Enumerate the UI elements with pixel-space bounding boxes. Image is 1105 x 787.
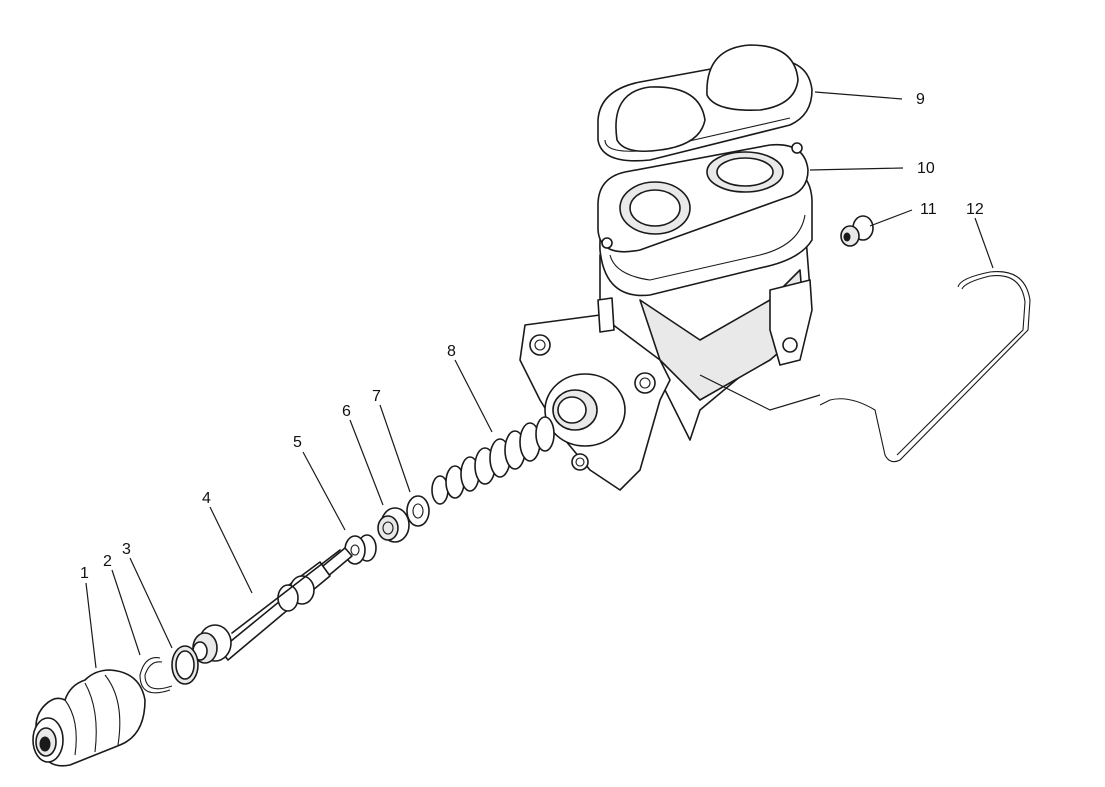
piston-washer <box>344 534 377 565</box>
callout-4: 4 <box>202 490 211 507</box>
leader-lines <box>85 91 994 669</box>
callout-8: 8 <box>447 343 456 360</box>
retaining-wire-clip <box>699 271 1031 463</box>
primary-cup <box>377 507 410 543</box>
reservoir-gasket <box>597 142 809 253</box>
seal-ring <box>171 645 199 685</box>
callout-2: 2 <box>103 553 112 570</box>
snap-ring <box>139 657 173 694</box>
reservoir-cover <box>597 44 813 162</box>
callout-10: 10 <box>917 160 935 177</box>
callout-7: 7 <box>372 388 381 405</box>
callout-3: 3 <box>122 541 131 558</box>
callout-1: 1 <box>80 565 89 582</box>
callout-6: 6 <box>342 403 351 420</box>
callout-11: 11 <box>920 201 937 218</box>
callout-9: 9 <box>916 91 925 108</box>
callout-12: 12 <box>966 201 984 218</box>
dust-boot <box>32 669 146 767</box>
piston-push-rod <box>192 547 353 664</box>
spring-retainer <box>406 495 430 527</box>
callout-5: 5 <box>293 434 302 451</box>
brake-line-fitting <box>840 215 874 247</box>
return-spring <box>431 416 555 505</box>
